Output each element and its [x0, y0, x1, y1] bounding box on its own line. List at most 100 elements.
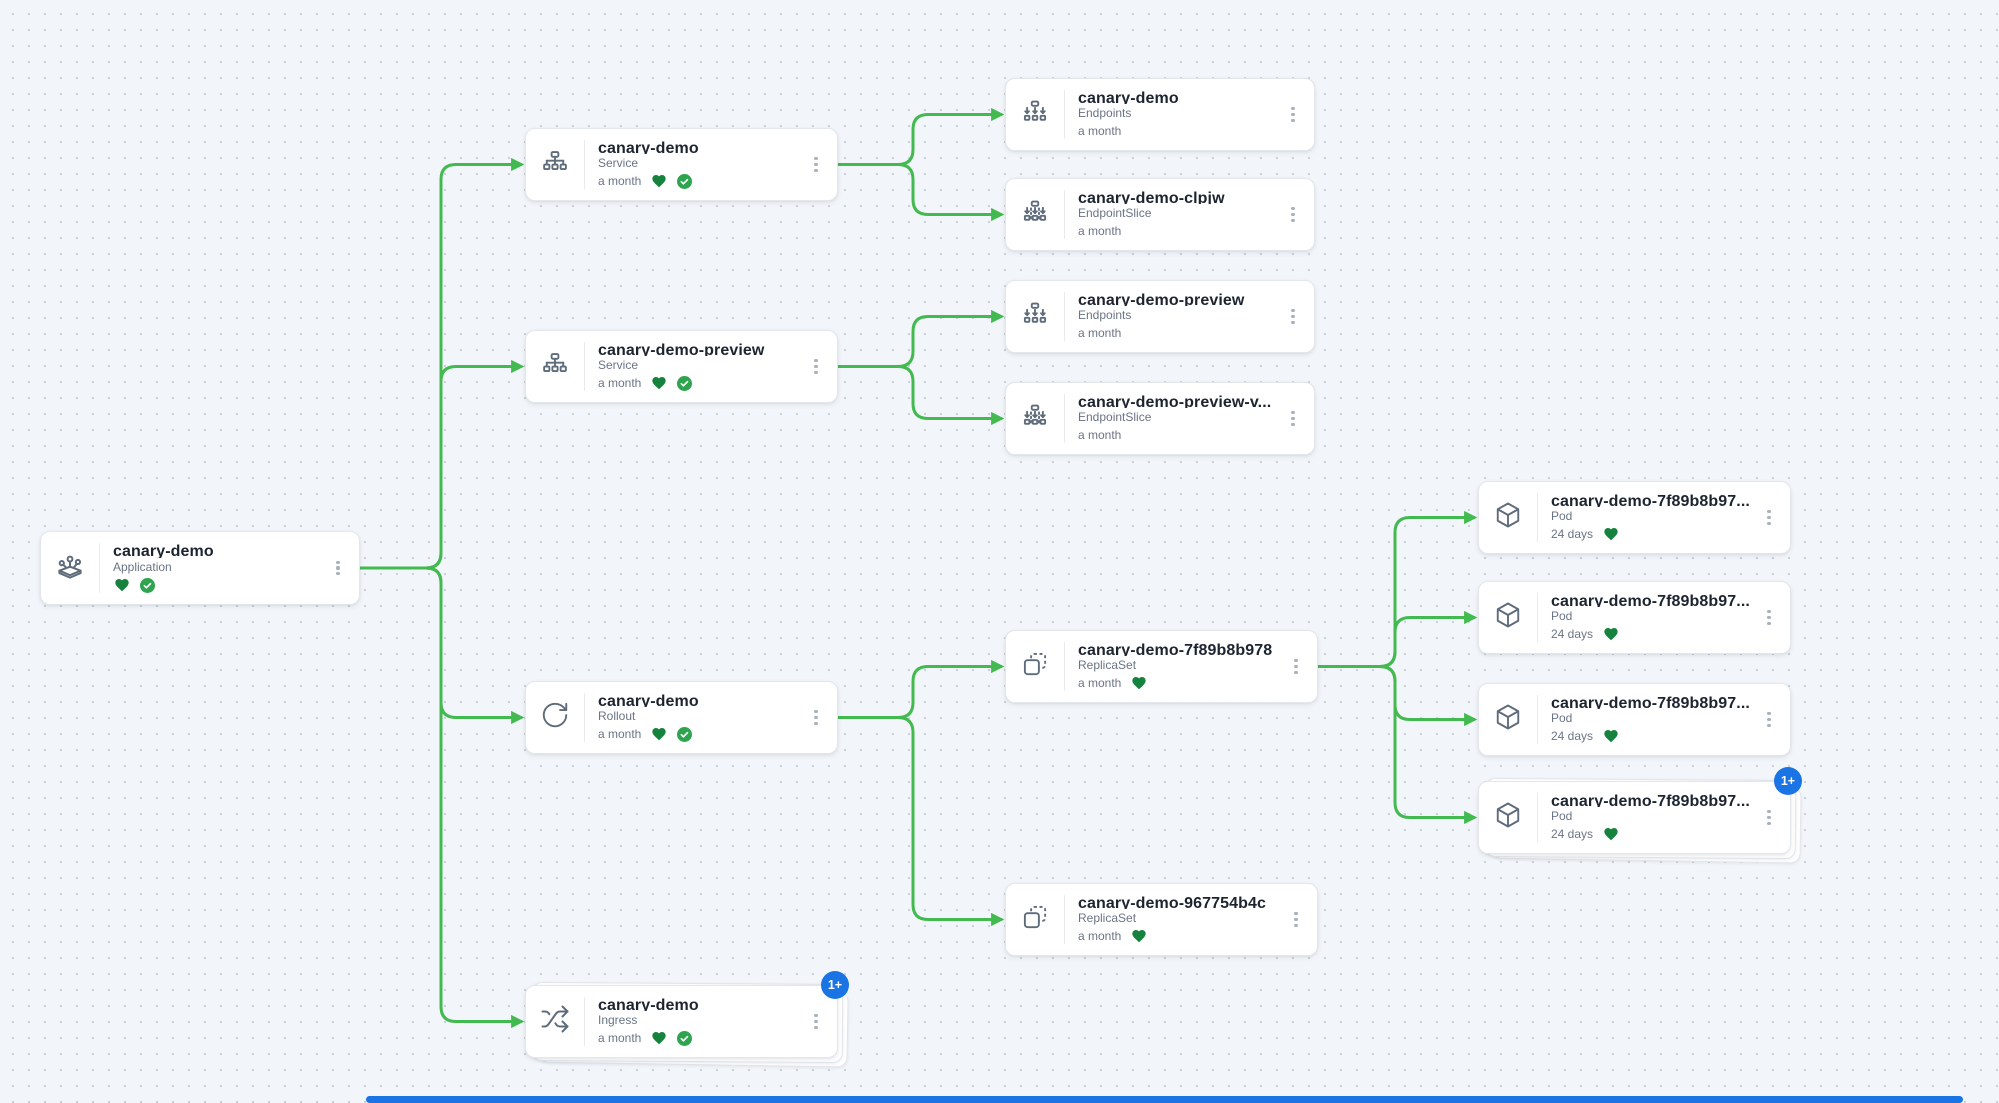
resource-icon-column — [526, 700, 584, 735]
resource-icon-column — [1006, 97, 1064, 132]
resource-age: a month — [1078, 326, 1122, 340]
resource-name: canary-demo — [598, 693, 699, 707]
resource-kind: Service — [598, 358, 639, 372]
resource-age: a month — [598, 727, 642, 741]
application-icon — [53, 549, 87, 588]
kebab-menu-button[interactable] — [803, 1008, 829, 1035]
resource-kind: Ingress — [598, 1013, 638, 1027]
kebab-menu-button[interactable] — [1756, 804, 1782, 831]
horizontal-scrollbar[interactable] — [366, 1096, 1963, 1103]
kebab-menu-button[interactable] — [1283, 906, 1309, 933]
resource-name: canary-demo-967754b4c — [1078, 895, 1266, 909]
health-heart-icon — [650, 726, 668, 742]
resource-name: canary-demo-preview — [598, 342, 765, 356]
edge-rsnew-to-pod4 — [1316, 665, 1478, 825]
resource-name: canary-demo-preview-v... — [1078, 394, 1272, 408]
resource-kind: Application — [113, 560, 172, 574]
kebab-menu-button[interactable] — [803, 704, 829, 731]
kebab-menu-button[interactable] — [1756, 706, 1782, 733]
kebab-menu-button[interactable] — [803, 353, 829, 380]
resource-age: 24 days — [1551, 729, 1594, 743]
kebab-menu-button[interactable] — [1280, 101, 1306, 128]
resource-meta-row: a month — [1078, 325, 1280, 341]
health-heart-icon — [650, 1030, 668, 1046]
resource-kind: Endpoints — [1078, 106, 1132, 120]
health-heart-icon — [1130, 675, 1148, 691]
resource-kind: Pod — [1551, 809, 1573, 823]
resource-icon-column — [1479, 500, 1537, 535]
resource-age: a month — [1078, 124, 1122, 138]
resource-name: canary-demo-clpjw — [1078, 190, 1225, 204]
resource-kind: Endpoints — [1078, 308, 1132, 322]
resource-icon-column — [41, 549, 99, 588]
kebab-menu-button[interactable] — [803, 151, 829, 178]
kebab-menu-button[interactable] — [1280, 201, 1306, 228]
resource-icon-column — [1006, 649, 1064, 684]
resource-meta-row: a month — [1078, 675, 1283, 691]
resource-name: canary-demo-7f89b8b978 — [1078, 642, 1273, 656]
kebab-menu-button[interactable] — [1756, 604, 1782, 631]
kebab-menu-button[interactable] — [1283, 653, 1309, 680]
resource-age: 24 days — [1551, 827, 1594, 841]
kebab-menu-button[interactable] — [1280, 303, 1306, 330]
resource-name: canary-demo — [598, 140, 699, 154]
resource-icon-column — [1006, 401, 1064, 436]
resource-icon-column — [1006, 902, 1064, 937]
resource-name: canary-demo — [598, 997, 699, 1011]
resource-meta-row: a month — [598, 1030, 803, 1046]
kebab-menu-button[interactable] — [1756, 504, 1782, 531]
resource-meta-row: 24 days — [1551, 526, 1756, 542]
resource-icon-column — [1006, 197, 1064, 232]
resource-kind: ReplicaSet — [1078, 911, 1137, 925]
kebab-menu-button[interactable] — [1280, 405, 1306, 432]
resource-meta-row: a month — [1078, 223, 1280, 239]
overflow-count-badge[interactable]: 1+ — [821, 971, 849, 999]
resource-meta-row: a month — [1078, 427, 1280, 443]
kebab-menu-button[interactable] — [325, 555, 351, 582]
overflow-count-badge[interactable]: 1+ — [1774, 767, 1802, 795]
resource-meta-row — [113, 577, 325, 593]
edge-svc-to-eps — [836, 163, 1005, 222]
resource-age: a month — [1078, 428, 1122, 442]
resource-icon-column — [1006, 299, 1064, 334]
endpoints-icon — [1020, 97, 1050, 132]
sync-check-icon — [677, 1030, 693, 1046]
resource-kind: EndpointSlice — [1078, 206, 1152, 220]
resource-age: a month — [1078, 224, 1122, 238]
health-heart-icon — [1130, 928, 1148, 944]
resource-kind: Rollout — [598, 709, 636, 723]
resource-name: canary-demo-7f89b8b97... — [1551, 493, 1750, 507]
